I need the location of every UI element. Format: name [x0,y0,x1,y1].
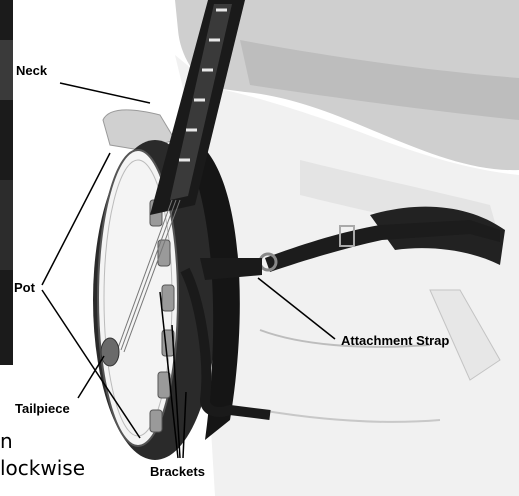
cut-text-line-1: n [0,431,13,451]
tailpiece-part [101,338,119,366]
neck-leader [60,83,150,103]
neck-label: Neck [16,64,47,77]
cut-text-line-2: lockwise [0,458,85,478]
attachment-strap-label: Attachment Strap [341,334,449,347]
tailpiece-label: Tailpiece [15,402,70,415]
brackets-label: Brackets [150,465,205,478]
pot-label: Pot [14,281,35,294]
